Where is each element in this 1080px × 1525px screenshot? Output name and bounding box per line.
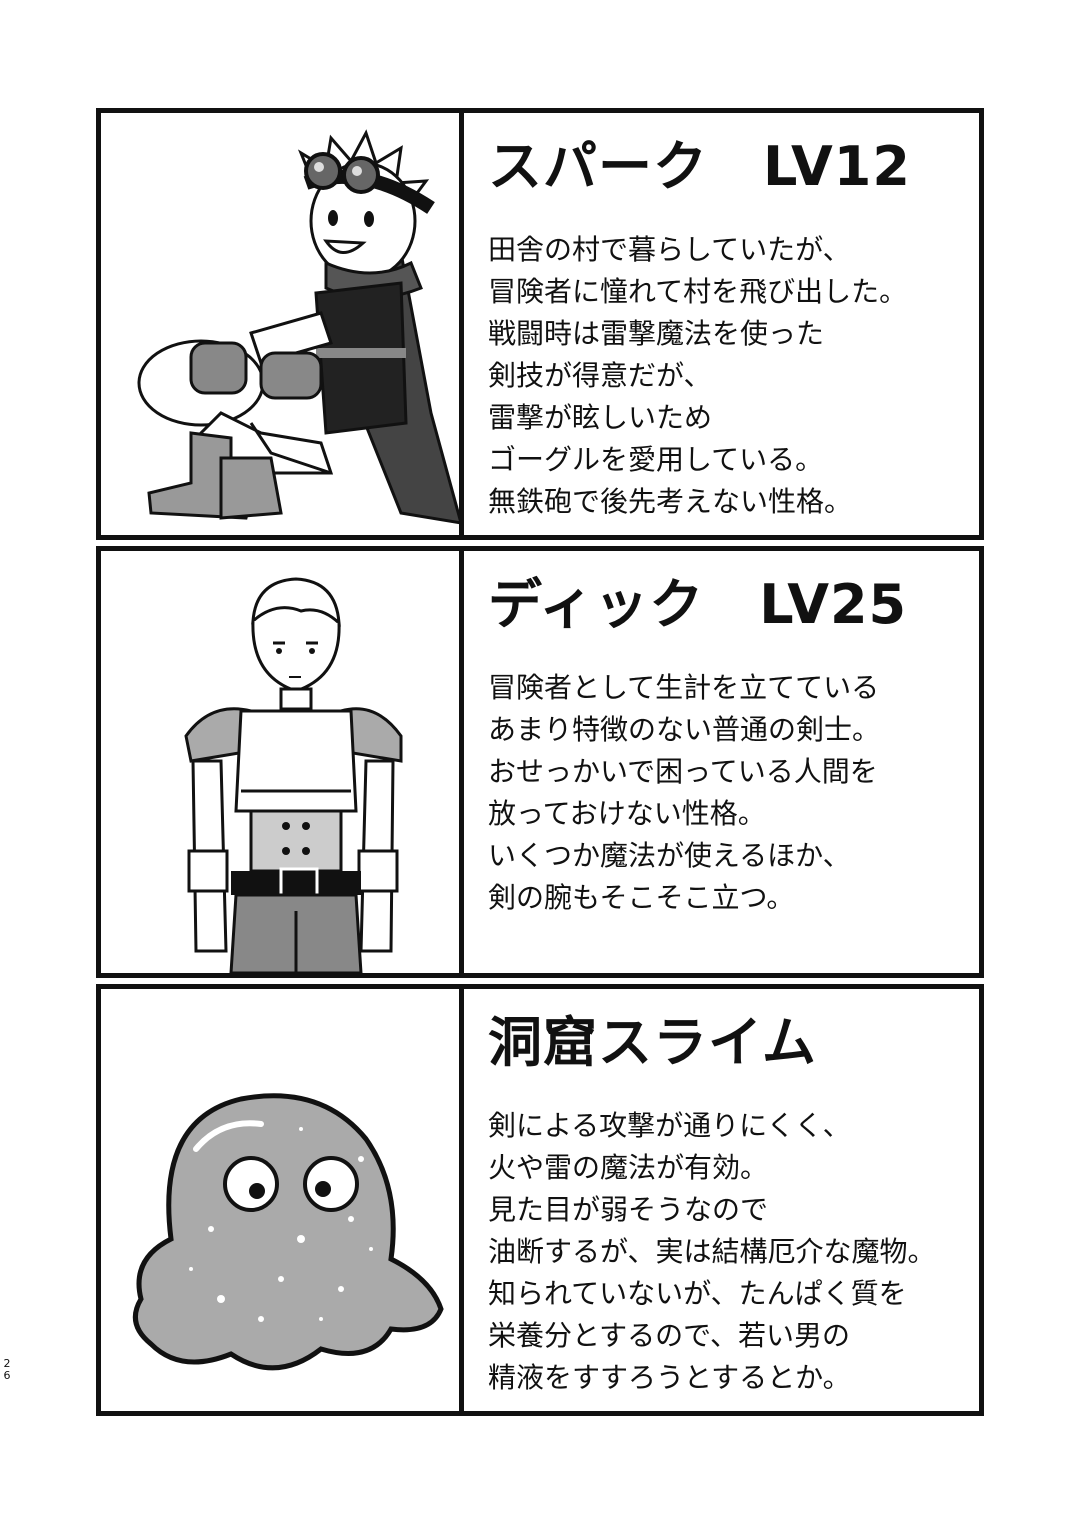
spark-info: スパーク LV12 田舎の村で暮らしていたが、 冒険者に憧れて村を飛び出した。 …	[464, 113, 979, 535]
page-number-digit: 6	[3, 1369, 11, 1382]
description-line: おせっかいで困っている人間を	[488, 755, 878, 788]
description-line: 剣の腕もそこそこ立つ。	[488, 881, 795, 914]
description-line: 知られていないが、たんぱく質を	[488, 1277, 907, 1310]
description-line: 栄養分とするので、若い男の	[488, 1319, 851, 1352]
character-panel-spark: スパーク LV12 田舎の村で暮らしていたが、 冒険者に憧れて村を飛び出した。 …	[96, 108, 984, 540]
description-line: 精液をすすろうとするとか。	[488, 1361, 851, 1394]
character-name: ディック LV25	[488, 573, 908, 636]
description-line: 放っておけない性格。	[488, 797, 766, 830]
character-description: 冒険者として生計を立てている あまり特徴のない普通の剣士。 おせっかいで困ってい…	[488, 667, 979, 919]
description-line: 見た目が弱そうなので	[488, 1193, 769, 1226]
character-name: スパーク LV12	[488, 135, 911, 198]
description-line: 田舎の村で暮らしていたが、	[488, 233, 851, 266]
description-line: いくつか魔法が使えるほか、	[488, 839, 851, 872]
character-description: 田舎の村で暮らしていたが、 冒険者に憧れて村を飛び出した。 戦闘時は雷撃魔法を使…	[488, 229, 979, 523]
description-line: 火や雷の魔法が有効。	[488, 1151, 769, 1184]
description-line: 冒険者として生計を立てている	[488, 671, 880, 704]
dick-illustration	[101, 551, 464, 973]
description-line: ゴーグルを愛用している。	[488, 443, 824, 476]
spark-illustration	[101, 113, 464, 535]
character-panel-dick: ディック LV25 冒険者として生計を立てている あまり特徴のない普通の剣士。 …	[96, 546, 984, 978]
description-line: 油断するが、実は結構厄介な魔物。	[488, 1235, 936, 1268]
slime-illustration	[101, 989, 464, 1411]
description-line: 剣技が得意だが、	[488, 359, 712, 392]
slime-info: 洞窟スライム 剣による攻撃が通りにくく、 火や雷の魔法が有効。 見た目が弱そうな…	[464, 989, 979, 1411]
boy-sitting-icon	[137, 129, 459, 525]
page-number-digit: 2	[3, 1357, 11, 1370]
dick-info: ディック LV25 冒険者として生計を立てている あまり特徴のない普通の剣士。 …	[464, 551, 979, 973]
description-line: 雷撃が眩しいため	[488, 401, 713, 434]
page-number: 2 6	[2, 1358, 12, 1382]
description-line: 冒険者に憧れて村を飛び出した。	[488, 275, 908, 308]
description-line: あまり特徴のない普通の剣士。	[488, 713, 881, 746]
description-line: 無鉄砲で後先考えない性格。	[488, 485, 853, 518]
description-line: 剣による攻撃が通りにくく、	[488, 1109, 851, 1142]
character-panel-slime: 洞窟スライム 剣による攻撃が通りにくく、 火や雷の魔法が有効。 見た目が弱そうな…	[96, 984, 984, 1416]
swordsman-icon	[184, 577, 403, 973]
character-description: 剣による攻撃が通りにくく、 火や雷の魔法が有効。 見た目が弱そうなので 油断する…	[488, 1105, 979, 1399]
character-name: 洞窟スライム	[488, 1011, 817, 1074]
description-line: 戦闘時は雷撃魔法を使った	[488, 317, 825, 350]
character-profile-page: スパーク LV12 田舎の村で暮らしていたが、 冒険者に憧れて村を飛び出した。 …	[96, 108, 984, 1416]
slime-icon	[132, 1093, 444, 1371]
